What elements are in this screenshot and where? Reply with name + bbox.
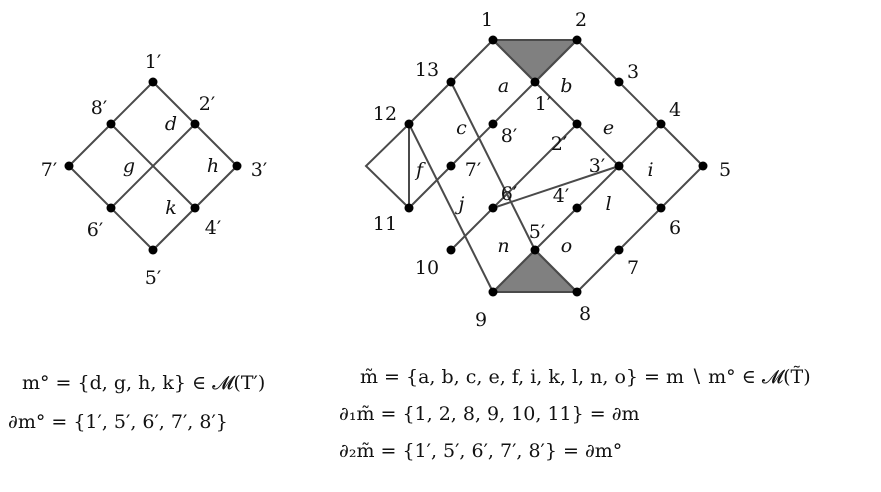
right-vertex-label-2: 2 — [575, 9, 587, 31]
left-edge-4 — [110, 123, 196, 209]
left-vertex-label-7p: 7′ — [41, 159, 57, 181]
right-vertex-label-8p: 8′ — [501, 125, 517, 147]
left-vertex-2p — [190, 119, 200, 129]
left-vertex-4p — [190, 203, 200, 213]
right-vertex-6p — [488, 203, 498, 213]
right-edge-6 — [534, 123, 662, 251]
right-vertex-label-7: 7 — [627, 257, 639, 279]
right-vertex-3 — [614, 77, 624, 87]
right-vertex-12 — [404, 119, 414, 129]
right-edge-8 — [408, 123, 494, 293]
left-vertex-label-8p: 8′ — [91, 97, 107, 119]
right-vertex-5 — [698, 161, 708, 171]
left-vertex-label-3p: 3′ — [251, 159, 267, 181]
right-face-label-b: b — [560, 75, 572, 97]
left-face-label-k: k — [165, 197, 177, 219]
right-face-label-c: c — [456, 117, 467, 139]
right-edge-13 — [534, 39, 578, 83]
right-vertex-9 — [488, 287, 498, 297]
right-vertex-3p — [614, 161, 624, 171]
left-face-label-h: h — [207, 155, 219, 177]
formula-right-line1: m̃ = {a, b, c, e, f, i, k, l, n, o} = m … — [360, 366, 811, 388]
right-vertex-label-1: 1 — [481, 9, 493, 31]
right-vertex-label-6p: 6′ — [501, 183, 517, 205]
formula-left-line1: m° = {d, g, h, k} ∈ 𝓜(T′) — [22, 372, 266, 394]
right-vertex-label-11: 11 — [373, 213, 397, 235]
right-vertex-13 — [446, 77, 456, 87]
right-vertex-8p — [488, 119, 498, 129]
right-edge-14 — [492, 249, 536, 293]
right-vertex-label-8: 8 — [579, 303, 591, 325]
right-face-label-f: f — [414, 159, 426, 181]
right-vertex-6 — [656, 203, 666, 213]
right-vertex-1 — [488, 35, 498, 45]
right-vertex-label-13: 13 — [415, 59, 439, 81]
left-vertex-7p — [64, 161, 74, 171]
right-vertex-5p — [530, 245, 540, 255]
right-vertex-2 — [572, 35, 582, 45]
left-vertex-label-6p: 6′ — [87, 219, 103, 241]
right-face-label-e: e — [603, 117, 614, 139]
left-face-label-d: d — [165, 113, 177, 135]
right-edge-11 — [576, 39, 704, 167]
formula-left-line2: ∂m° = {1′, 5′, 6′, 7′, 8′} — [8, 411, 228, 433]
right-edge-7 — [576, 165, 704, 293]
left-vertex-label-5p: 5′ — [145, 267, 161, 289]
right-vertex-label-3p: 3′ — [589, 155, 605, 177]
right-face-label-i: i — [647, 159, 653, 181]
formula-right-line3: ∂₂m̃ = {1′, 5′, 6′, 7′, 8′} = ∂m° — [339, 440, 623, 462]
left-vertex-3p — [232, 161, 242, 171]
right-vertex-2p — [572, 119, 582, 129]
right-vertex-label-2p: 2′ — [551, 133, 567, 155]
right-vertex-label-5p: 5′ — [529, 221, 545, 243]
right-vertex-label-6: 6 — [669, 217, 681, 239]
left-vertex-1p — [148, 77, 158, 87]
right-edge-5 — [492, 165, 620, 209]
right-vertex-label-1p: 1′ — [535, 93, 551, 115]
right-vertex-11 — [404, 203, 414, 213]
left-vertex-8p — [106, 119, 116, 129]
right-face-label-n: n — [497, 235, 509, 257]
right-edge-3 — [408, 81, 536, 209]
right-edge-15 — [534, 249, 578, 293]
right-vertex-10 — [446, 245, 456, 255]
right-vertex-label-3: 3 — [627, 61, 639, 83]
right-vertex-7 — [614, 245, 624, 255]
right-left-cap — [364, 123, 410, 209]
right-edge-10 — [534, 81, 662, 209]
right-vertex-4 — [656, 119, 666, 129]
right-edge-12 — [492, 39, 536, 83]
right-vertex-8 — [572, 287, 582, 297]
left-face-label-g: g — [123, 155, 135, 177]
right-vertex-4p — [572, 203, 582, 213]
right-face-label-a: a — [498, 75, 509, 97]
left-vertex-label-4p: 4′ — [205, 217, 221, 239]
right-vertex-1p — [530, 77, 540, 87]
formula-right-line2: ∂₁m̃ = {1, 2, 8, 9, 10, 11} = ∂m — [339, 403, 640, 425]
right-edge-9 — [450, 81, 536, 251]
left-vertex-5p — [148, 245, 158, 255]
right-vertex-label-4: 4 — [669, 99, 681, 121]
right-face-label-o: o — [561, 235, 572, 257]
left-vertex-label-1p: 1′ — [145, 51, 161, 73]
right-vertex-label-10: 10 — [415, 257, 439, 279]
right-vertex-label-9: 9 — [475, 309, 487, 331]
right-face-label-l: l — [605, 193, 611, 215]
right-vertex-label-4p: 4′ — [553, 185, 569, 207]
right-vertex-label-7p: 7′ — [465, 159, 481, 181]
left-vertex-6p — [106, 203, 116, 213]
right-vertex-7p — [446, 161, 456, 171]
right-vertex-label-5: 5 — [719, 159, 731, 181]
right-vertex-label-12: 12 — [373, 103, 397, 125]
right-face-label-j: j — [455, 193, 465, 215]
left-vertex-label-2p: 2′ — [199, 93, 215, 115]
right-edge-4 — [450, 123, 578, 251]
